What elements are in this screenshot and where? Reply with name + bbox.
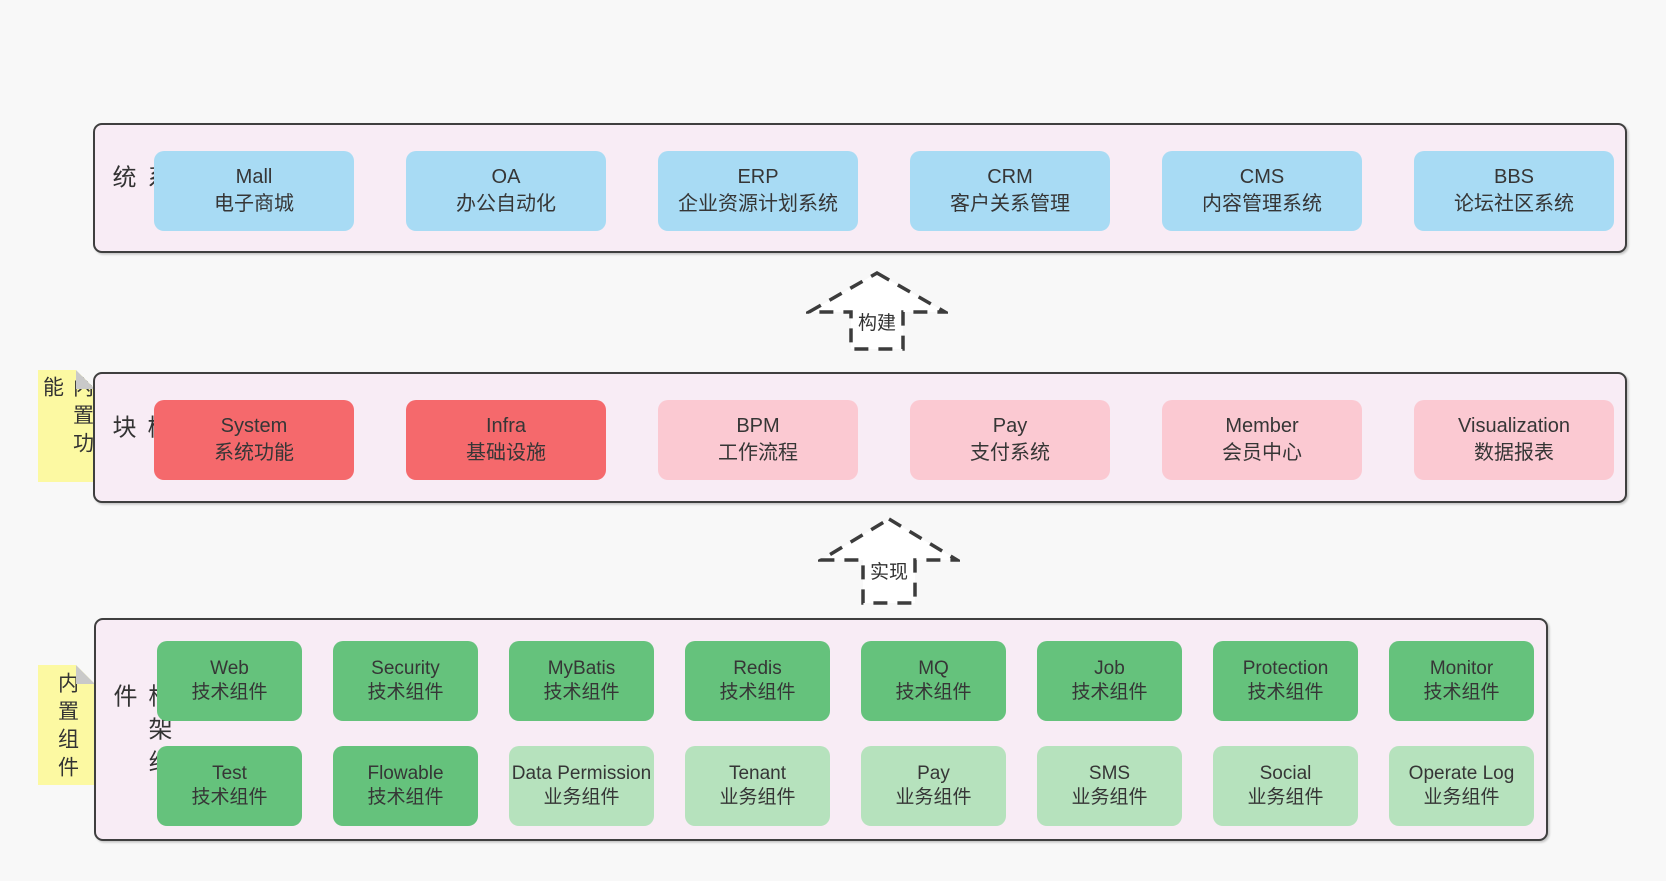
box-title: Pay (992, 415, 1028, 437)
box-protection: Protection 技术组件 (1213, 641, 1358, 721)
box-subtitle: 业务组件 (543, 787, 620, 808)
arrow-label: 构建 (854, 308, 900, 335)
box-title: MyBatis (547, 657, 616, 679)
box-subtitle: 业务组件 (1071, 787, 1148, 808)
box-title: MQ (918, 657, 949, 679)
box-subtitle: 技术组件 (367, 682, 444, 703)
box-redis: Redis 技术组件 (685, 641, 830, 721)
box-subtitle: 论坛社区系统 (1454, 193, 1574, 215)
box-system: System 系统功能 (154, 400, 354, 480)
box-title: Visualization (1458, 415, 1570, 437)
folded-corner-icon (76, 665, 95, 684)
box-subtitle: 办公自动化 (456, 193, 556, 215)
box-title: Redis (733, 657, 782, 679)
box-data-permission: Data Permission 业务组件 (509, 746, 654, 826)
box-infra: Infra 基础设施 (406, 400, 606, 480)
box-title: Tenant (728, 762, 787, 784)
box-subtitle: 业务组件 (1423, 787, 1500, 808)
box-subtitle: 技术组件 (191, 682, 268, 703)
box-subtitle: 技术组件 (367, 787, 444, 808)
box-title: System (220, 415, 288, 437)
box-pay-component: Pay 业务组件 (861, 746, 1006, 826)
box-subtitle: 技术组件 (191, 787, 268, 808)
box-social: Social 业务组件 (1213, 746, 1358, 826)
box-subtitle: 业务组件 (895, 787, 972, 808)
box-subtitle: 系统功能 (214, 442, 294, 464)
box-subtitle: 电子商城 (214, 193, 294, 215)
box-title: Operate Log (1408, 762, 1515, 784)
box-title: SMS (1088, 762, 1131, 784)
build-arrow: 构建 (806, 270, 948, 352)
box-subtitle: 数据报表 (1474, 442, 1554, 464)
box-sms: SMS 业务组件 (1037, 746, 1182, 826)
arrow-label: 实现 (866, 557, 912, 584)
box-title: Infra (485, 415, 527, 437)
box-title: Protection (1242, 657, 1329, 679)
box-subtitle: 技术组件 (719, 682, 796, 703)
box-mall: Mall 电子商城 (154, 151, 354, 231)
box-title: CMS (1239, 166, 1285, 188)
box-title: Flowable (367, 762, 444, 784)
box-security: Security 技术组件 (333, 641, 478, 721)
box-tenant: Tenant 业务组件 (685, 746, 830, 826)
box-title: Monitor (1429, 657, 1494, 679)
box-title: CRM (987, 166, 1033, 188)
box-title: Security (371, 657, 440, 679)
box-subtitle: 会员中心 (1222, 442, 1302, 464)
box-subtitle: 业务组件 (1247, 787, 1324, 808)
box-subtitle: 支付系统 (970, 442, 1050, 464)
box-title: Social (1259, 762, 1312, 784)
box-subtitle: 内容管理系统 (1202, 193, 1322, 215)
box-subtitle: 技术组件 (543, 682, 620, 703)
box-subtitle: 业务组件 (719, 787, 796, 808)
box-member: Member 会员中心 (1162, 400, 1362, 480)
box-subtitle: 技术组件 (895, 682, 972, 703)
box-subtitle: 企业资源计划系统 (678, 193, 838, 215)
sticky-note-text: 内置功能 (40, 376, 94, 460)
box-mq: MQ 技术组件 (861, 641, 1006, 721)
box-title: BBS (1493, 166, 1535, 188)
box-crm: CRM 客户关系管理 (910, 151, 1110, 231)
sticky-note-built-in-components: 内置组件 (38, 665, 95, 785)
box-visualization: Visualization 数据报表 (1414, 400, 1614, 480)
box-title: Job (1094, 657, 1125, 679)
layer-common-modules: 通用模块 System 系统功能 Infra 基础设施 BPM 工作流程 Pay… (93, 372, 1627, 503)
box-title: Data Permission (511, 762, 652, 784)
box-pay-system: Pay 支付系统 (910, 400, 1110, 480)
box-operate-log: Operate Log 业务组件 (1389, 746, 1534, 826)
box-web: Web 技术组件 (157, 641, 302, 721)
box-subtitle: 基础设施 (466, 442, 546, 464)
box-subtitle: 技术组件 (1247, 682, 1324, 703)
box-cms: CMS 内容管理系统 (1162, 151, 1362, 231)
implement-arrow: 实现 (818, 516, 960, 606)
box-monitor: Monitor 技术组件 (1389, 641, 1534, 721)
box-mybatis: MyBatis 技术组件 (509, 641, 654, 721)
box-title: ERP (737, 166, 779, 188)
box-title: OA (491, 166, 521, 188)
box-subtitle: 工作流程 (718, 442, 798, 464)
box-flowable: Flowable 技术组件 (333, 746, 478, 826)
box-erp: ERP 企业资源计划系统 (658, 151, 858, 231)
box-title: Pay (917, 762, 950, 784)
box-title: Mall (235, 166, 273, 188)
box-bbs: BBS 论坛社区系统 (1414, 151, 1614, 231)
box-test: Test 技术组件 (157, 746, 302, 826)
box-title: BPM (736, 415, 780, 437)
box-title: Web (210, 657, 249, 679)
layer-business-systems: 业务系统 Mall 电子商城 OA 办公自动化 ERP 企业资源计划系统 CRM… (93, 123, 1627, 253)
box-job: Job 技术组件 (1037, 641, 1182, 721)
box-subtitle: 技术组件 (1071, 682, 1148, 703)
box-oa: OA 办公自动化 (406, 151, 606, 231)
box-title: Test (212, 762, 247, 784)
box-title: Member (1225, 415, 1299, 437)
box-subtitle: 技术组件 (1423, 682, 1500, 703)
box-bpm: BPM 工作流程 (658, 400, 858, 480)
sticky-note-built-in-features: 内置功能 (38, 370, 95, 482)
sticky-note-text: 内置组件 (55, 672, 79, 784)
layer-framework-components: 框架组件 Web 技术组件 Security 技术组件 MyBatis 技术组件… (94, 618, 1548, 841)
box-subtitle: 客户关系管理 (950, 193, 1070, 215)
